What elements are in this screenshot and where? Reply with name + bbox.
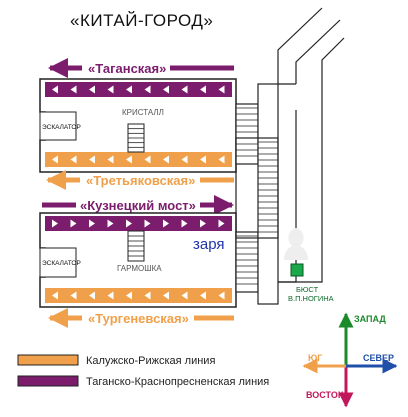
track-tagansko-top	[45, 82, 232, 97]
direction-kuznetsky: «Кузнецкий мост»	[42, 195, 234, 215]
connector-bottom	[235, 231, 259, 293]
platform-direction-mark	[218, 219, 225, 228]
stairs-top	[127, 123, 145, 153]
platform-direction-mark	[200, 155, 206, 164]
legend-swatch-tagansko	[17, 375, 79, 387]
compass-south-label: ВОСТОК	[306, 390, 344, 400]
platform-direction-mark	[126, 85, 132, 94]
compass-east-label: СЕВЕР	[363, 353, 394, 363]
hall-bottom: ЭСКАЛАТОР ГАРМОШКА заря	[39, 212, 237, 308]
label-taganskaya: «Таганская»	[88, 61, 166, 76]
platform-direction-mark	[107, 85, 114, 94]
bust-label-1: БЮСТ	[296, 285, 319, 294]
platform-direction-mark	[181, 155, 188, 164]
platform-direction-mark	[218, 155, 225, 164]
platform-direction-mark	[52, 155, 58, 164]
platform-direction-mark	[52, 85, 58, 94]
platform-direction-mark	[126, 219, 132, 228]
platform-direction-mark	[126, 155, 132, 164]
direction-turgenevskaya: «Тургеневская»	[48, 308, 234, 328]
stairs-bottom	[127, 230, 145, 262]
platform-direction-mark	[89, 291, 95, 300]
platform-direction-mark	[70, 85, 77, 94]
escalator-bottom-label: ЭСКАЛАТОР	[42, 260, 81, 267]
platform-direction-mark	[70, 291, 77, 300]
legend-label-tagansko: Таганско-Краснопресненская линия	[86, 376, 269, 388]
bust-label-2: В.П.НОГИНА	[288, 294, 334, 303]
compass: ЗАПАД ВОСТОК СЕВЕР ЮГ	[302, 312, 398, 408]
legend: Калужско-Рижская линия Таганско-Краснопр…	[17, 354, 269, 388]
transfer-stairs-box	[235, 137, 279, 239]
label-turgenevskaya: «Тургеневская»	[88, 311, 189, 326]
platform-direction-mark	[181, 219, 188, 228]
transfer-corridor	[257, 83, 279, 305]
platform-direction-mark	[107, 291, 114, 300]
hall-bottom-name: ГАРМОШКА	[117, 264, 162, 273]
zarya-label: заря	[193, 236, 225, 253]
platform-direction-mark	[163, 85, 169, 94]
escalator-top-box	[39, 111, 77, 141]
bust-silhouette	[284, 228, 308, 260]
platform-direction-mark	[144, 291, 151, 300]
label-kuznetsky: «Кузнецкий мост»	[80, 198, 196, 213]
platform-direction-mark	[163, 219, 169, 228]
platform-direction-mark	[107, 155, 114, 164]
platform-direction-mark	[144, 219, 151, 228]
track-tagansko-bottom-triangles	[52, 219, 225, 228]
platform-direction-mark	[144, 85, 151, 94]
escalator-bottom-box	[39, 247, 77, 278]
platform-direction-mark	[89, 219, 95, 228]
platform-direction-mark	[200, 291, 206, 300]
legend-swatch-kaluzhsko	[17, 354, 79, 366]
platform-direction-mark	[163, 291, 169, 300]
track-kaluzhsko-top	[45, 152, 232, 167]
hall-top-name: КРИСТАЛЛ	[122, 108, 164, 117]
connector-stair-lines	[236, 107, 258, 285]
station-title: «КИТАЙ-ГОРОД»	[70, 11, 213, 30]
platform-direction-mark	[126, 291, 132, 300]
exit-corridor-inner	[278, 83, 296, 283]
connector-top	[235, 103, 259, 165]
platform-direction-mark	[144, 155, 151, 164]
platform-direction-mark	[181, 85, 188, 94]
track-kaluzhsko-bottom-triangles	[52, 291, 225, 300]
compass-north-label: ЗАПАД	[354, 314, 386, 324]
platform-direction-mark	[107, 219, 114, 228]
transfer-stair-lines	[258, 141, 278, 233]
compass-west-label: ЮГ	[308, 353, 322, 363]
track-tagansko-bottom	[45, 216, 232, 231]
platform-direction-mark	[181, 291, 188, 300]
platform-direction-mark	[200, 219, 206, 228]
escalator-top-label: ЭСКАЛАТОР	[42, 124, 81, 131]
label-tretyakovskaya: «Третьяковская»	[86, 173, 195, 188]
platform-direction-mark	[70, 219, 77, 228]
exit-corridor	[277, 7, 345, 283]
bust-marker	[290, 263, 304, 277]
platform-direction-mark	[70, 155, 77, 164]
platform-direction-mark	[89, 85, 95, 94]
transit-hall: БЮСТ В.П.НОГИНА	[235, 7, 345, 305]
platform-direction-mark	[218, 85, 225, 94]
direction-tretyakovskaya: «Третьяковская»	[46, 170, 234, 190]
platform-direction-mark	[52, 219, 58, 228]
platform-direction-mark	[52, 291, 58, 300]
track-kaluzhsko-top-triangles	[52, 155, 225, 164]
platform-direction-mark	[218, 291, 225, 300]
hall-top: «Таганская» ЭСКАЛАТОР КРИСТАЛЛ	[39, 58, 237, 173]
platform-direction-mark	[200, 85, 206, 94]
track-tagansko-top-triangles	[52, 85, 225, 94]
platform-direction-mark	[163, 155, 169, 164]
track-kaluzhsko-bottom	[45, 288, 232, 303]
platform-direction-mark	[89, 155, 95, 164]
legend-label-kaluzhsko: Калужско-Рижская линия	[86, 355, 215, 367]
